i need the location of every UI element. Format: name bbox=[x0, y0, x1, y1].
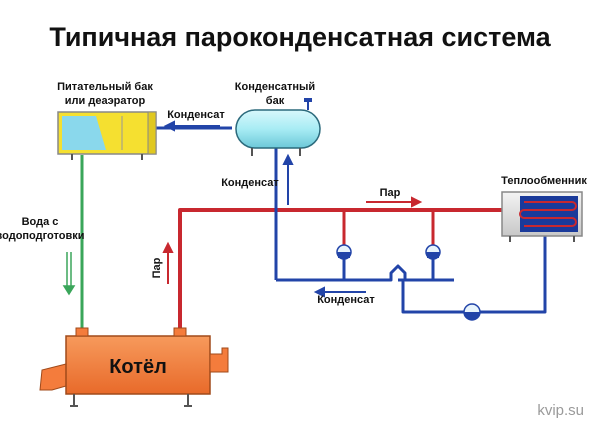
heat-exchanger bbox=[501, 191, 583, 242]
page-title: Типичная пароконденсатная система bbox=[49, 22, 551, 52]
steam-label-vertical: Пар bbox=[151, 257, 163, 278]
boiler-label: Котёл bbox=[109, 356, 167, 378]
boiler bbox=[39, 327, 229, 407]
condensate-label-mid: Конденсат bbox=[221, 177, 279, 189]
flow-arrows bbox=[62, 120, 423, 298]
feed-tank bbox=[57, 111, 157, 160]
steam-trap-3 bbox=[463, 303, 481, 321]
feed-tank-label-line2: или деаэратор bbox=[65, 95, 146, 107]
condensate-label-top: Конденсат bbox=[167, 109, 225, 121]
steam-trap-1 bbox=[336, 244, 352, 260]
labels: Питательный бак или деаэратор Конденсатн… bbox=[0, 81, 587, 378]
watermark: kvip.su bbox=[537, 402, 584, 419]
condensate-tank bbox=[235, 98, 321, 156]
steam-trap-2 bbox=[425, 244, 441, 260]
condensate-pipes bbox=[156, 126, 547, 314]
condensate-label-return: Конденсат bbox=[317, 294, 375, 306]
water-label-line1: Вода с bbox=[22, 216, 59, 228]
cond-tank-label-line1: Конденсатный bbox=[235, 81, 315, 93]
water-label-line2: водоподготовки bbox=[0, 230, 84, 242]
steam-pipes bbox=[178, 208, 505, 330]
feed-tank-label-line1: Питательный бак bbox=[57, 81, 153, 93]
steam-label-main: Пар bbox=[380, 187, 401, 199]
heat-exchanger-label: Теплообменник bbox=[501, 175, 587, 187]
cond-tank-label-line2: бак bbox=[266, 95, 285, 107]
